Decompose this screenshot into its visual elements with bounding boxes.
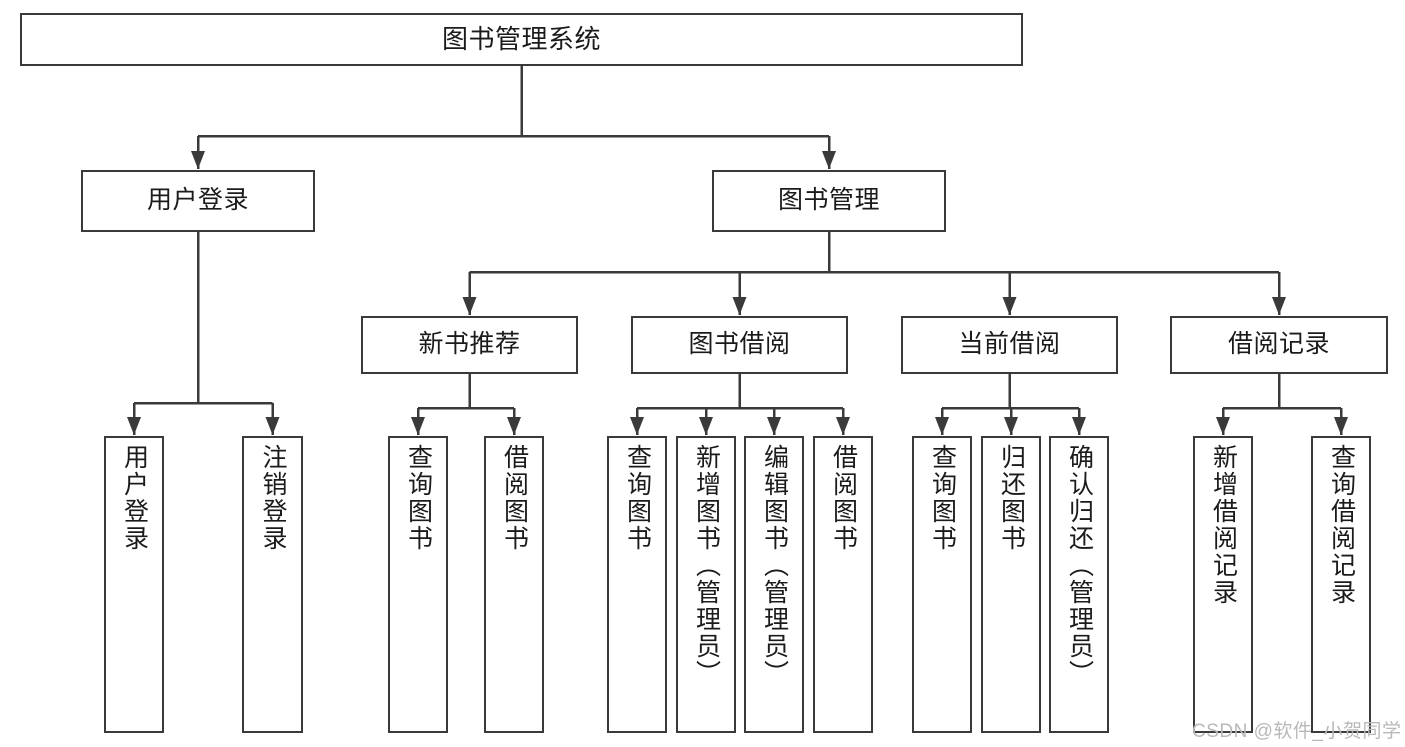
leaf-return-book[interactable]: 归还图书 <box>981 436 1041 733</box>
node-label: 查询图书 <box>404 444 433 552</box>
leaf-borrow-book-recommendation[interactable]: 借阅图书 <box>484 436 544 733</box>
node-book-borrowing[interactable]: 图书借阅 <box>631 316 848 374</box>
node-new-book-recommendation[interactable]: 新书推荐 <box>361 316 578 374</box>
leaf-query-book-borrowing[interactable]: 查询图书 <box>607 436 667 733</box>
leaf-query-borrowing-record[interactable]: 查询借阅记录 <box>1311 436 1371 733</box>
node-label: 用户登录 <box>146 186 249 215</box>
node-label: 借阅图书 <box>500 444 529 552</box>
leaf-query-book-recommendation[interactable]: 查询图书 <box>388 436 448 733</box>
node-label: 编辑图书（管理员） <box>760 444 789 687</box>
node-book-management[interactable]: 图书管理 <box>712 170 946 232</box>
leaf-confirm-return-admin[interactable]: 确认归还（管理员） <box>1049 436 1109 733</box>
leaf-edit-book-admin[interactable]: 编辑图书（管理员） <box>744 436 804 733</box>
node-label: 新增图书（管理员） <box>692 444 721 687</box>
node-user-login[interactable]: 用户登录 <box>81 170 315 232</box>
node-root-book-management-system[interactable]: 图书管理系统 <box>20 13 1023 66</box>
leaf-borrow-book[interactable]: 借阅图书 <box>813 436 873 733</box>
node-label: 新书推荐 <box>418 330 521 359</box>
watermark-csdn: CSDN @软件_小贺同学 <box>1192 721 1402 742</box>
node-current-borrowing[interactable]: 当前借阅 <box>901 316 1118 374</box>
node-label: 查询图书 <box>928 444 957 552</box>
node-label: 图书借阅 <box>688 330 791 359</box>
leaf-user-logout[interactable]: 注销登录 <box>242 436 303 733</box>
node-label: 查询图书 <box>623 444 652 552</box>
node-label: 注销登录 <box>259 444 287 552</box>
leaf-query-book-current[interactable]: 查询图书 <box>912 436 972 733</box>
node-label: 借阅记录 <box>1227 330 1330 359</box>
node-label: 用户登录 <box>120 444 149 552</box>
leaf-user-login[interactable]: 用户登录 <box>104 436 164 733</box>
node-borrowing-records[interactable]: 借阅记录 <box>1170 316 1388 374</box>
node-label: 归还图书 <box>997 444 1026 552</box>
leaf-add-borrowing-record[interactable]: 新增借阅记录 <box>1193 436 1253 733</box>
node-label: 查询借阅记录 <box>1327 444 1356 606</box>
node-label: 图书管理系统 <box>441 24 601 55</box>
node-label: 当前借阅 <box>958 330 1061 359</box>
node-label: 确认归还（管理员） <box>1065 444 1094 687</box>
node-label: 借阅图书 <box>829 444 858 552</box>
leaf-add-book-admin[interactable]: 新增图书（管理员） <box>676 436 736 733</box>
node-label: 新增借阅记录 <box>1209 444 1238 606</box>
node-label: 图书管理 <box>777 186 880 215</box>
